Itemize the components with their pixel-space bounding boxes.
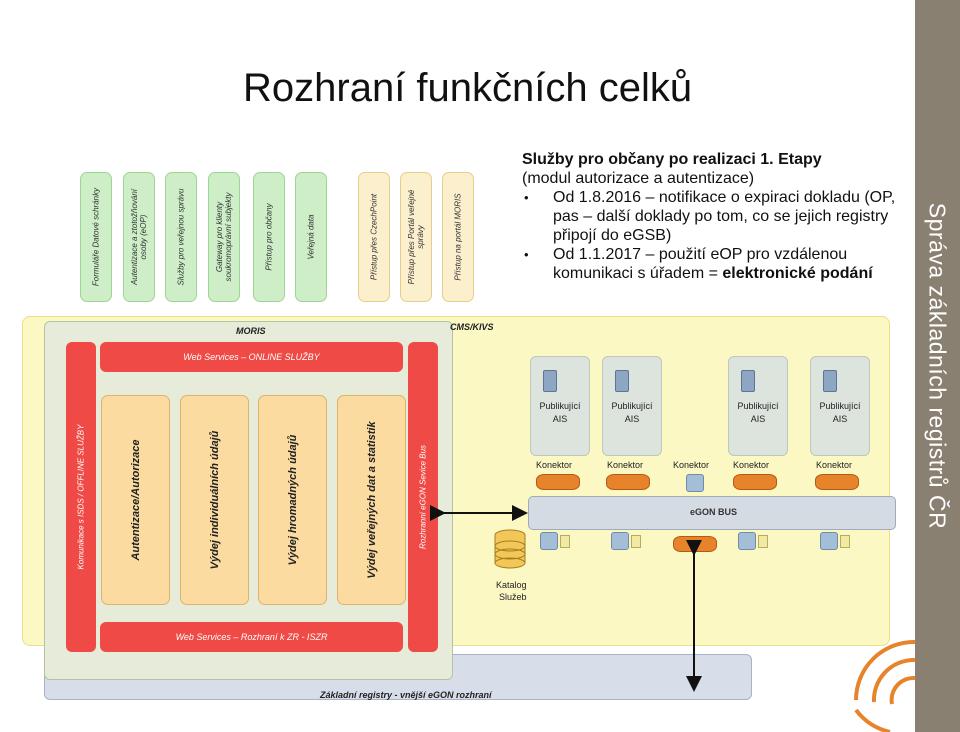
pill-gateway: Gateway pro klienty soukromoprávní subje… <box>208 172 240 302</box>
block-label: Výdej individuálních údajů <box>208 430 221 570</box>
egon-bus-label: eGON BUS <box>690 507 738 517</box>
info-heading: Služby pro občany po realizaci 1. Etapy <box>522 151 822 168</box>
pill-verejna-data: Veřejná data <box>295 172 327 302</box>
block-autentizace: Autentizace/Autorizace <box>101 395 170 605</box>
server-icon <box>823 370 837 392</box>
pill-label: Přístup přes Portál veřejné správy <box>406 189 425 285</box>
konektor-device-icon <box>686 474 704 492</box>
bus-device-icon <box>738 532 756 550</box>
server-icon <box>543 370 557 392</box>
pill-label: Veřejná data <box>306 214 316 260</box>
katalog-label-2: Služeb <box>499 592 527 602</box>
pill-czechpoint: Přístup přes CzechPoint <box>358 172 390 302</box>
publishing-ais: Publikující AIS <box>728 356 788 456</box>
offline-services-bar: Komunikace s ISDS / OFFLINE SLUŽBY <box>66 342 96 652</box>
bus-device-icon <box>540 532 558 550</box>
block-hromadne: Výdej hromadných údajů <box>258 395 327 605</box>
list-item-text: Od 1.8.2016 – notifikace o expiraci dokl… <box>553 189 896 244</box>
connector-arrows <box>430 505 702 692</box>
konektor-drum-icon <box>606 474 650 490</box>
block-label: Výdej veřejných dat a statistik <box>365 421 378 579</box>
konektor-label: Konektor <box>607 460 644 470</box>
block-label: Výdej hromadných údajů <box>286 434 299 566</box>
publishing-ais: Publikující AIS <box>810 356 870 456</box>
ais-label: AIS <box>624 414 640 424</box>
pill-label: Autentizace a ztotožňování osoby (eOP) <box>129 188 148 286</box>
ais-label: Publikující <box>539 401 581 411</box>
info-text-block: Služby pro občany po realizaci 1. Etapy … <box>522 150 912 283</box>
bus-device-icon <box>611 532 629 550</box>
sidebar-band: Správa základních registrů ČR <box>915 0 960 732</box>
pill-formulare: Formuláře Datové schránky <box>80 172 112 302</box>
document-icon <box>758 535 768 548</box>
sidebar-title: Správa základních registrů ČR <box>924 202 951 530</box>
pill-label: Formuláře Datové schránky <box>91 187 101 287</box>
pill-label: Gateway pro klienty soukromoprávní subje… <box>214 192 233 282</box>
konektor-drum-icon <box>815 474 859 490</box>
pill-label: Přístup přes CzechPoint <box>369 193 379 281</box>
zakladni-registry-label: Základní registry - vnější eGON rozhraní <box>320 690 492 700</box>
pill-label: Přístup pro občany <box>264 203 274 271</box>
cms-label: CMS/KIVS <box>450 322 494 332</box>
bus-device-icon <box>820 532 838 550</box>
list-item: • Od 1.1.2017 – použití eOP pro vzdálenou… <box>522 245 912 283</box>
server-icon <box>615 370 629 392</box>
list-item: • Od 1.8.2016 – notifikace o expiraci dok… <box>522 188 912 245</box>
ais-label: Publikující <box>611 401 653 411</box>
konektor-label: Konektor <box>536 460 573 470</box>
pill-pristup-obcany: Přístup pro občany <box>253 172 285 302</box>
pill-sluzby-vs: Služby pro veřejnou správu <box>165 172 197 302</box>
block-verejna-data: Výdej veřejných dat a statistik <box>337 395 406 605</box>
konektor-label: Konektor <box>733 460 770 470</box>
ais-label: AIS <box>552 414 568 424</box>
pill-label: Služby pro veřejnou správu <box>176 188 186 286</box>
publishing-ais: Publikující AIS <box>530 356 590 456</box>
document-icon <box>631 535 641 548</box>
info-list: • Od 1.8.2016 – notifikace o expiraci dok… <box>522 188 912 283</box>
egon-service-bus-bar: Rozhranní eGON Sevice Bus <box>408 342 438 652</box>
konektor-drum-icon <box>733 474 777 490</box>
list-item-text: Od 1.1.2017 – použití eOP pro vzdálenou … <box>553 246 848 282</box>
ais-label: Publikující <box>819 401 861 411</box>
ais-label: AIS <box>750 414 766 424</box>
info-subheading: (modul autorizace a autentizace) <box>522 170 755 187</box>
ais-label: Publikující <box>737 401 779 411</box>
egon-service-bus-label: Rozhranní eGON Sevice Bus <box>418 444 428 550</box>
egon-bus <box>528 496 896 530</box>
block-individualni: Výdej individuálních údajů <box>180 395 249 605</box>
decorative-logo-arc <box>854 639 915 732</box>
ws-zr-bar: Web Services – Rozhraní k ZR - ISZR <box>100 622 403 652</box>
pill-portal-vs: Přístup přes Portál veřejné správy <box>400 172 432 302</box>
page-title: Rozhraní funkčních celků <box>243 66 693 110</box>
server-icon <box>741 370 755 392</box>
ais-label: AIS <box>832 414 848 424</box>
konektor-drum-icon <box>536 474 580 490</box>
document-icon <box>560 535 570 548</box>
bullet-icon: • <box>524 247 529 262</box>
pill-portal-moris: Přístup na portál MORIS <box>442 172 474 302</box>
block-label: Autentizace/Autorizace <box>129 439 142 561</box>
publishing-ais: Publikující AIS <box>602 356 662 456</box>
katalog-label-1: Katalog <box>496 580 527 590</box>
pill-label: Přístup na portál MORIS <box>453 193 463 281</box>
bullet-icon: • <box>524 190 529 205</box>
ws-online-bar: Web Services – ONLINE SLUŽBY <box>100 342 403 372</box>
offline-services-label: Komunikace s ISDS / OFFLINE SLUŽBY <box>76 424 86 570</box>
konektor-label: Konektor <box>816 460 853 470</box>
konektor-label: Konektor <box>673 460 710 470</box>
document-icon <box>840 535 850 548</box>
list-item-emphasis: elektronické podání <box>722 265 873 282</box>
pill-autentizace: Autentizace a ztotožňování osoby (eOP) <box>123 172 155 302</box>
database-icon <box>494 529 526 569</box>
moris-label: MORIS <box>236 326 266 336</box>
